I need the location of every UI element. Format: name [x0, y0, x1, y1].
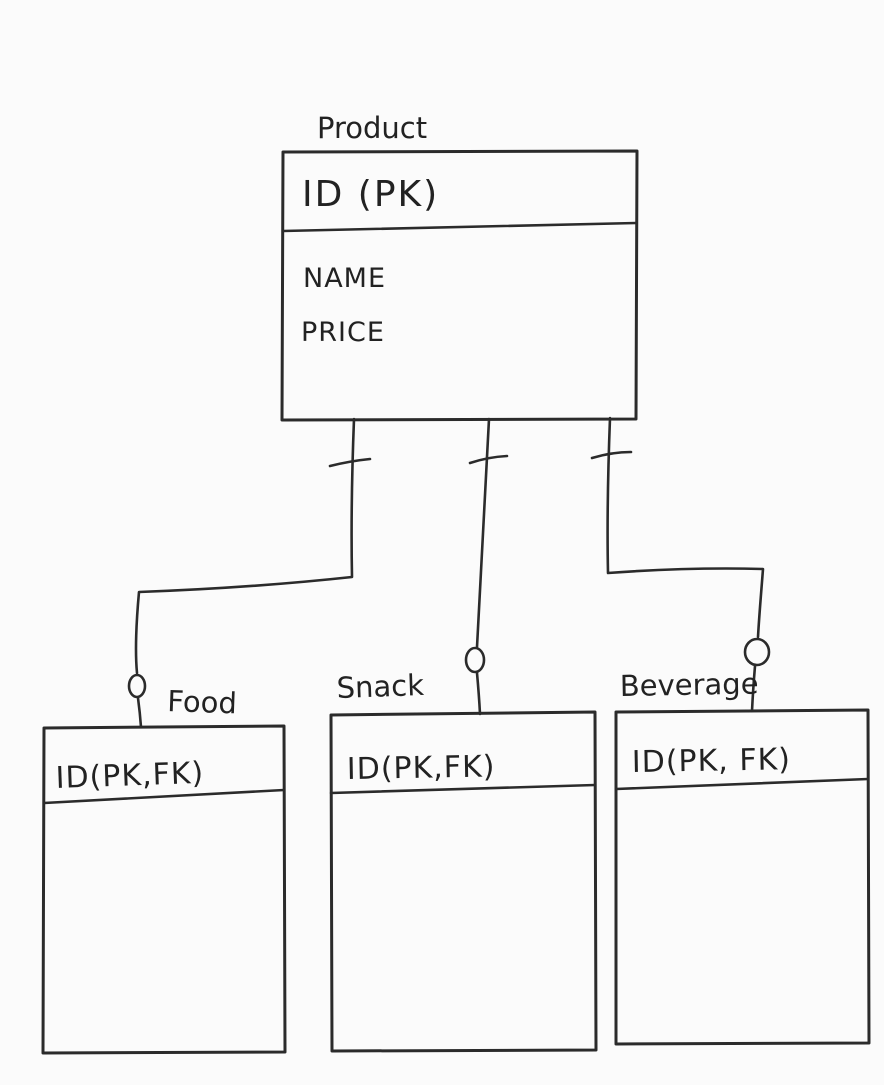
- entity-snack: Snack ID(PK,FK): [329, 668, 598, 1053]
- entity-beverage-key-row: ID(PK, FK): [632, 742, 792, 780]
- entity-food-title: Food: [167, 684, 238, 720]
- connector-line-tail: [136, 696, 143, 729]
- cardinality-zero-circle-icon: [743, 637, 771, 667]
- entity-product-attribute-name: NAME: [303, 263, 386, 294]
- entity-snack-title: Snack: [336, 668, 425, 705]
- connector-line-tail: [475, 671, 482, 716]
- entity-product-header-divider: [281, 221, 638, 233]
- relationship-product-food: [127, 417, 372, 729]
- entity-food-header-divider: [42, 788, 286, 805]
- entity-beverage-title: Beverage: [620, 667, 759, 703]
- cardinality-one-tick-icon: [468, 454, 509, 465]
- entity-snack-header-divider: [329, 783, 597, 795]
- entity-food-box: [41, 724, 287, 1055]
- relationship-product-snack: [464, 417, 509, 716]
- connector-line: [475, 417, 491, 649]
- entity-beverage: Beverage ID(PK, FK): [614, 667, 871, 1046]
- entity-beverage-header-divider: [614, 777, 870, 791]
- entity-product-attribute-price: PRICE: [301, 317, 385, 348]
- cardinality-one-tick-icon: [590, 450, 633, 460]
- cardinality-one-tick-icon: [328, 457, 372, 468]
- entity-snack-key-row: ID(PK,FK): [347, 749, 496, 787]
- cardinality-zero-circle-icon: [464, 646, 486, 674]
- entity-snack-box: [329, 710, 598, 1053]
- entity-food-key-row: ID(PK,FK): [55, 756, 205, 796]
- cardinality-zero-circle-icon: [127, 673, 147, 699]
- entity-beverage-box: [614, 708, 871, 1046]
- connector-line-tail: [750, 664, 757, 713]
- entity-food: Food ID(PK,FK): [41, 684, 287, 1055]
- entity-product-title: Product: [317, 111, 427, 145]
- connector-line: [134, 417, 356, 675]
- connector-line: [606, 416, 765, 639]
- entity-product-box: [280, 149, 639, 422]
- entity-product-key-row: ID (PK): [302, 174, 439, 215]
- entity-product: Product ID (PK) NAME PRICE: [280, 111, 639, 422]
- relationship-product-beverage: [590, 416, 771, 713]
